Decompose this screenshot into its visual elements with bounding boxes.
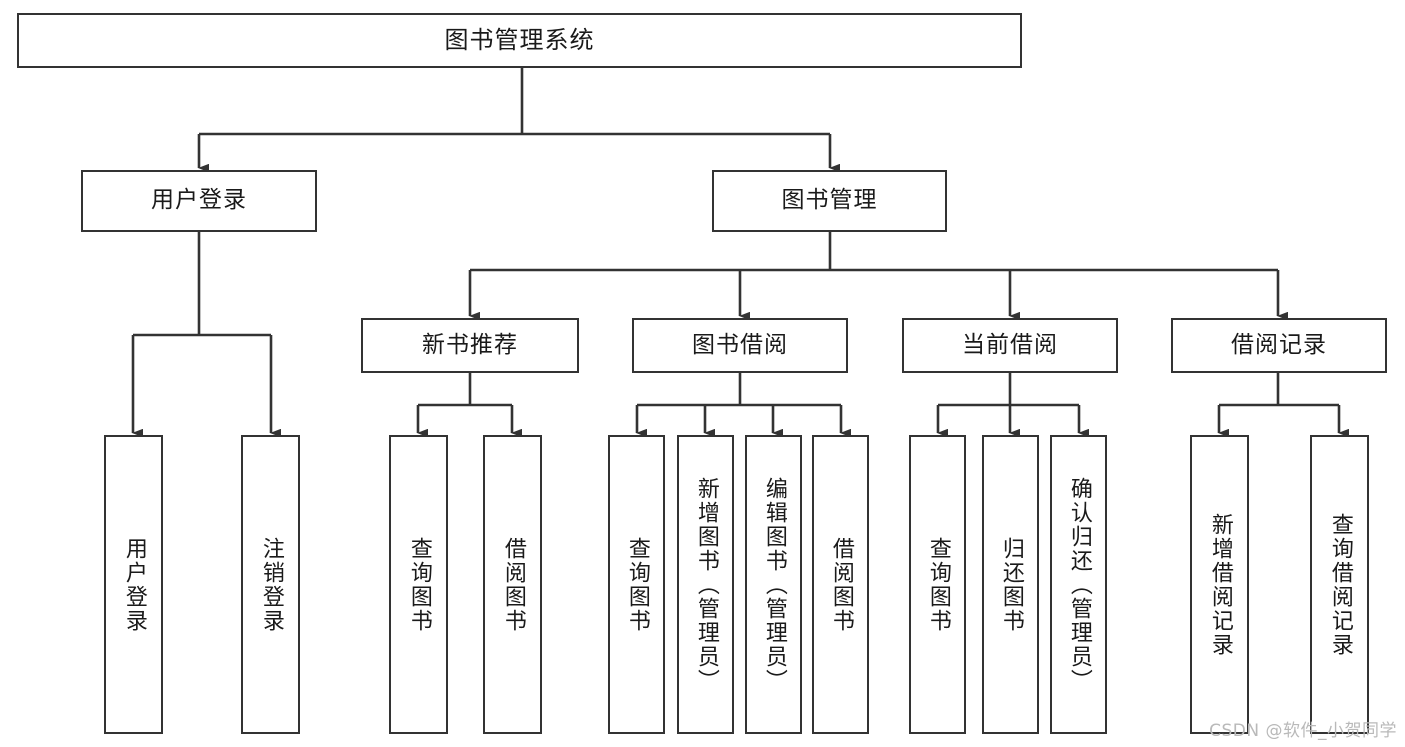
leaf-recommend-borrow-book[interactable]: 借阅图书 <box>483 435 542 734</box>
leaf-recommend-query-book[interactable]: 查询图书 <box>389 435 448 734</box>
node-new-book-recommend-label: 新书推荐 <box>422 331 518 358</box>
leaf-borrow-query-book[interactable]: 查询图书 <box>608 435 665 734</box>
leaf-borrow-add-book[interactable]: 新增图书（管理员） <box>677 435 734 734</box>
leaf-current-query-book-label: 查询图书 <box>925 536 951 633</box>
leaf-borrow-edit-book[interactable]: 编辑图书（管理员） <box>745 435 802 734</box>
node-borrow-record-label: 借阅记录 <box>1231 331 1327 358</box>
leaf-current-return-book-label: 归还图书 <box>998 536 1024 633</box>
node-current-borrow-label: 当前借阅 <box>962 331 1058 358</box>
leaf-user-logout-label: 注销登录 <box>258 536 284 633</box>
leaf-record-add-record[interactable]: 新增借阅记录 <box>1190 435 1249 734</box>
node-book-management-label: 图书管理 <box>781 187 878 214</box>
leaf-record-query-record-label: 查询借阅记录 <box>1327 512 1353 657</box>
node-current-borrow[interactable]: 当前借阅 <box>902 318 1118 373</box>
node-new-book-recommend[interactable]: 新书推荐 <box>361 318 579 373</box>
leaf-current-return-book[interactable]: 归还图书 <box>982 435 1039 734</box>
leaf-user-logout[interactable]: 注销登录 <box>241 435 300 734</box>
leaf-current-query-book[interactable]: 查询图书 <box>909 435 966 734</box>
leaf-record-add-record-label: 新增借阅记录 <box>1207 512 1233 657</box>
node-user-login[interactable]: 用户登录 <box>81 170 317 232</box>
leaf-recommend-borrow-book-label: 借阅图书 <box>500 536 526 633</box>
leaf-record-query-record[interactable]: 查询借阅记录 <box>1310 435 1369 734</box>
leaf-borrow-lend-book[interactable]: 借阅图书 <box>812 435 869 734</box>
leaf-current-confirm-return-label: 确认归还（管理员） <box>1066 476 1092 693</box>
node-borrow-record[interactable]: 借阅记录 <box>1171 318 1387 373</box>
node-book-borrow-label: 图书借阅 <box>692 331 788 358</box>
node-user-login-label: 用户登录 <box>151 187 247 214</box>
node-root-label: 图书管理系统 <box>444 26 595 55</box>
leaf-borrow-edit-book-label: 编辑图书（管理员） <box>761 476 787 693</box>
leaf-borrow-add-book-label: 新增图书（管理员） <box>693 476 719 693</box>
node-book-management[interactable]: 图书管理 <box>712 170 947 232</box>
node-book-borrow[interactable]: 图书借阅 <box>632 318 848 373</box>
leaf-recommend-query-book-label: 查询图书 <box>406 536 432 633</box>
leaf-user-login[interactable]: 用户登录 <box>104 435 163 734</box>
leaf-user-login-label: 用户登录 <box>121 536 147 633</box>
node-root[interactable]: 图书管理系统 <box>17 13 1022 68</box>
leaf-borrow-query-book-label: 查询图书 <box>624 536 650 633</box>
watermark: CSDN @软件_小贺同学 <box>1209 721 1397 741</box>
leaf-current-confirm-return[interactable]: 确认归还（管理员） <box>1050 435 1107 734</box>
leaf-borrow-lend-book-label: 借阅图书 <box>828 536 854 633</box>
